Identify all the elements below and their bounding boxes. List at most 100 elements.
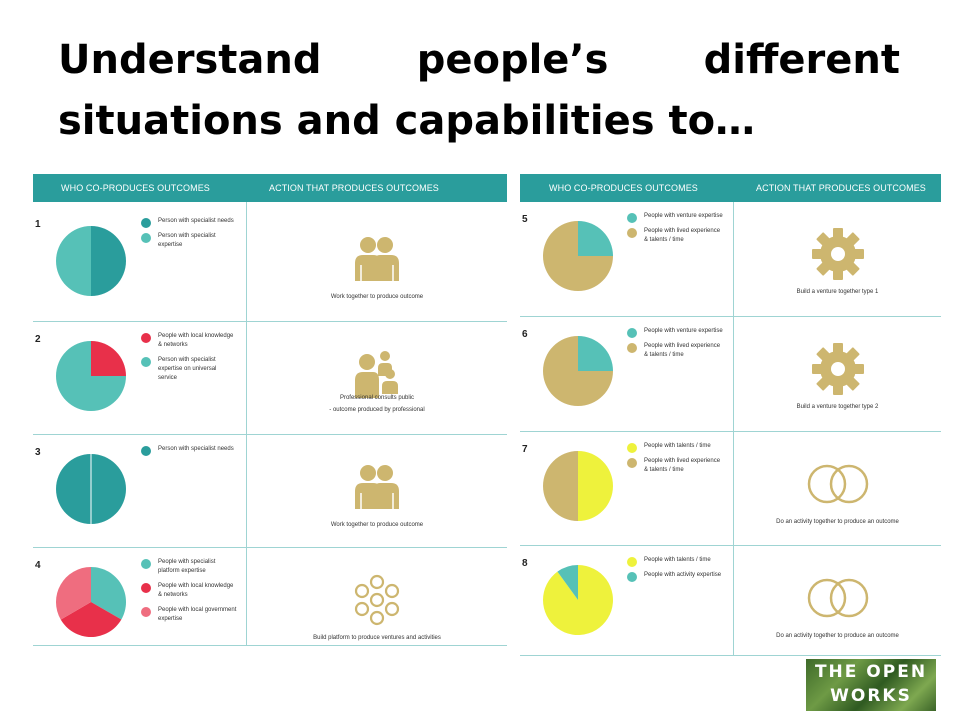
- row-number: 3: [35, 447, 41, 458]
- caption-line: - outcome produced by professional: [329, 407, 425, 413]
- legend-label: People with activity expertise: [644, 572, 722, 578]
- column-divider: [733, 202, 734, 656]
- row-number: 8: [522, 558, 528, 569]
- pie-chart: [56, 226, 126, 296]
- legend-swatch: [627, 557, 637, 567]
- table-row: 3 Person with specialist needs Work toget…: [33, 435, 507, 548]
- pie-chart: [543, 221, 613, 291]
- legend-swatch: [141, 607, 151, 617]
- legend-label: People with lived experience & talents /…: [644, 458, 721, 473]
- row-number: 2: [35, 334, 41, 345]
- table-left: WHO CO-PRODUCES OUTCOMES ACTION THAT PRO…: [33, 174, 507, 646]
- legend-label: Person with specialist needs: [158, 446, 234, 452]
- legend-swatch: [141, 218, 151, 228]
- legend-item: People with venture expertise: [627, 212, 723, 223]
- action-caption: Do an activity together to produce an ou…: [734, 630, 941, 642]
- pie-slice-2: [60, 602, 122, 638]
- legend-item: People with local government expertise: [141, 606, 237, 624]
- row-divider: [520, 316, 941, 317]
- interlocking-rings-icon: [803, 454, 873, 519]
- row-divider: [520, 655, 941, 656]
- legend-label: People with local knowledge & networks: [158, 583, 234, 598]
- pie-slice-1: [91, 226, 126, 296]
- action-caption: Build a venture together type 2: [734, 401, 941, 413]
- gear-icon: [808, 224, 868, 289]
- the-open-works-logo: THE OPEN WORKS: [806, 659, 936, 711]
- legend-item: People with talents / time: [627, 442, 723, 453]
- pie-chart: [56, 341, 126, 411]
- legend-item: People with venture expertise: [627, 327, 723, 338]
- table-header: WHO CO-PRODUCES OUTCOMES ACTION THAT PRO…: [33, 174, 507, 202]
- legend-label: People with local knowledge & networks: [158, 333, 234, 348]
- legend-item: People with local knowledge & networks: [141, 332, 237, 350]
- legend-swatch: [627, 328, 637, 338]
- row-number: 4: [35, 560, 41, 571]
- legend-label: People with local government expertise: [158, 607, 237, 622]
- action-caption: Do an activity together to produce an ou…: [734, 516, 941, 528]
- legend-item: People with specialist platform expertis…: [141, 558, 237, 576]
- table-header: WHO CO-PRODUCES OUTCOMES ACTION THAT PRO…: [520, 174, 941, 202]
- table-row: 4 People with specialist platform experti…: [33, 548, 507, 646]
- column-header-action: ACTION THAT PRODUCES OUTCOMES: [269, 183, 439, 193]
- pie-chart: [542, 565, 613, 635]
- legend-swatch: [627, 443, 637, 453]
- legend-swatch: [627, 343, 637, 353]
- legend-label: People with talents / time: [644, 443, 711, 449]
- caption-line: Do an activity together to produce an ou…: [776, 633, 899, 639]
- pie-slice-2: [557, 565, 578, 600]
- pie-slice-3: [55, 567, 91, 620]
- caption-line: Build platform to produce ventures and a…: [313, 635, 441, 641]
- legend-swatch: [627, 458, 637, 468]
- legend-swatch: [141, 233, 151, 243]
- action-caption: Build a venture together type 1: [734, 286, 941, 298]
- caption-line: Professional consults public: [339, 395, 415, 401]
- legend-label: Person with specialist expertise on univ…: [158, 357, 217, 381]
- legend-swatch: [627, 213, 637, 223]
- column-divider: [246, 202, 247, 646]
- legend-swatch: [141, 446, 151, 456]
- row-number: 1: [35, 219, 41, 230]
- legend-label: People with specialist platform expertis…: [158, 559, 216, 574]
- legend-item: People with lived experience & talents /…: [627, 457, 723, 475]
- legend-item: Person with specialist needs: [141, 217, 237, 228]
- pie-slice-1: [578, 451, 613, 521]
- person-with-group-icon: [347, 344, 407, 409]
- pie-chart: [55, 567, 127, 638]
- table-right: WHO CO-PRODUCES OUTCOMES ACTION THAT PRO…: [520, 174, 941, 656]
- legend-swatch: [627, 228, 637, 238]
- gear-icon: [808, 339, 868, 404]
- legend-item: People with local knowledge & networks: [141, 582, 237, 600]
- pie-slice-2: [543, 221, 613, 291]
- legend-label: People with venture expertise: [644, 213, 723, 219]
- legend-label: Person with specialist needs: [158, 218, 234, 224]
- slide-title: Understand people’s different situations…: [58, 37, 900, 144]
- legend-swatch: [141, 357, 151, 367]
- action-caption: Build platform to produce ventures and a…: [247, 632, 507, 644]
- legend-item: People with talents / time: [627, 556, 723, 567]
- row-divider: [33, 321, 507, 322]
- action-caption: Work together to produce outcome: [247, 519, 507, 531]
- legend-item: People with activity expertise: [627, 571, 723, 582]
- caption-line: Work together to produce outcome: [330, 294, 424, 300]
- pie-slice-2: [56, 226, 91, 296]
- column-header-action: ACTION THAT PRODUCES OUTCOMES: [756, 183, 926, 193]
- column-header-who: WHO CO-PRODUCES OUTCOMES: [61, 183, 210, 193]
- caption-line: Do an activity together to produce an ou…: [776, 519, 899, 525]
- legend-label: People with talents / time: [644, 557, 711, 563]
- pie-chart: [543, 336, 613, 406]
- pie-slice-1: [91, 567, 127, 620]
- legend-label: People with lived experience & talents /…: [644, 228, 721, 243]
- row-divider: [520, 545, 941, 546]
- legend-item: People with lived experience & talents /…: [627, 227, 723, 245]
- caption-line: Work together to produce outcome: [330, 522, 424, 528]
- circle-network-icon: [347, 570, 407, 635]
- pie-slice-2: [56, 341, 126, 411]
